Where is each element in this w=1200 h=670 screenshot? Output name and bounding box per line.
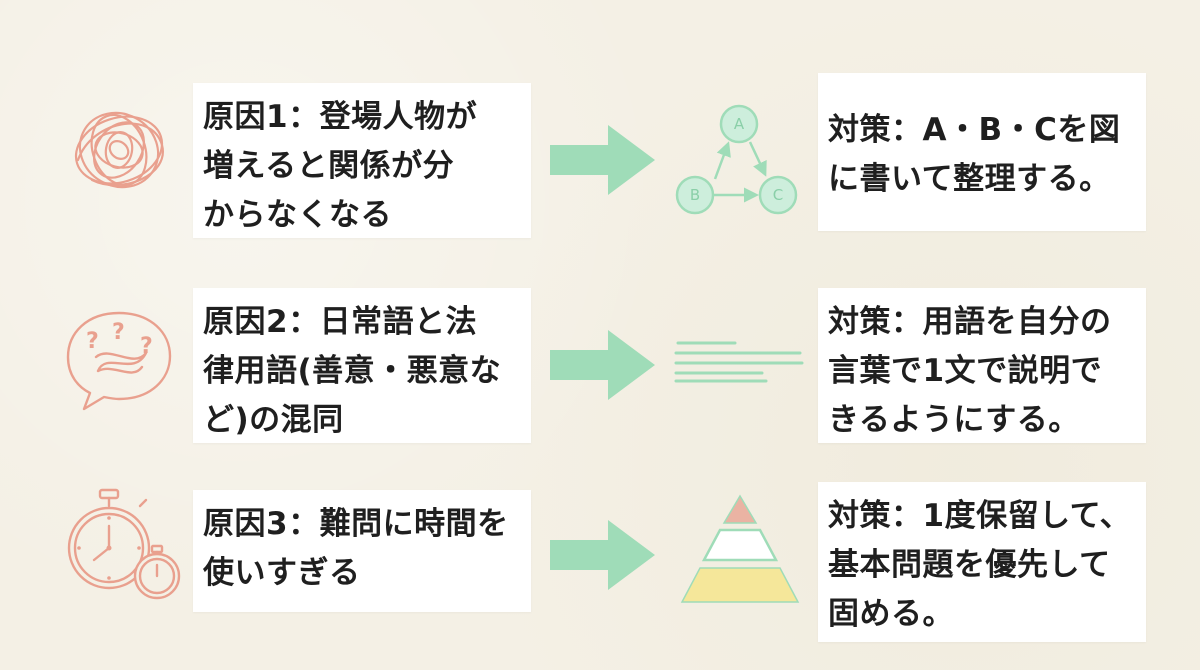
svg-text:?: ? [112, 320, 125, 345]
cause-1-line-3: からなくなる [203, 197, 392, 233]
node-c [758, 175, 798, 215]
priority-pyramid-icon [680, 494, 800, 603]
cause-2-line-3: ど)の混同 [203, 402, 344, 438]
cause-box-1: 原因1：登場人物が 増えると関係が分 からなくなる [193, 83, 531, 238]
solution-2-line-3: きるようにする。 [828, 402, 1080, 438]
node-b-label: B [690, 186, 700, 204]
arrow-right-icon [550, 330, 655, 400]
svg-text:?: ? [140, 334, 153, 359]
cause-box-2: 原因2：日常語と法 律用語(善意・悪意な ど)の混同 [193, 288, 531, 443]
solution-3-line-3: 固める。 [828, 596, 954, 632]
solution-1-line-1: 対策：A・B・Cを図 [828, 112, 1121, 148]
cause-1-line-2: 増えると関係が分 [203, 148, 455, 184]
node-a-label: A [734, 115, 745, 133]
cause-box-3: 原因3：難問に時間を 使いすぎる [193, 490, 531, 612]
cause-2-line-2: 律用語(善意・悪意な [203, 353, 502, 389]
solution-3-line-1: 対策：1度保留して、 [828, 498, 1132, 534]
solution-3-line-2: 基本問題を優先して [828, 547, 1111, 583]
stopwatch-icon [67, 488, 181, 600]
solution-box-1: 対策：A・B・Cを図 に書いて整理する。 [818, 73, 1146, 231]
tangled-scribble-icon [74, 111, 164, 189]
text-lines-icon [674, 341, 804, 383]
solution-2-line-2: 言葉で1文で説明で [828, 353, 1103, 389]
cause-2-line-1: 原因2：日常語と法 [203, 304, 478, 340]
cause-1-line-1: 原因1：登場人物が [203, 99, 478, 135]
relationship-triangle-icon: A B C [675, 104, 798, 215]
arrow-right-icon [550, 125, 655, 195]
confused-speech-bubble-icon: ? ? ? [66, 311, 172, 411]
arrow-right-icon [550, 520, 655, 590]
solution-box-2: 対策：用語を自分の 言葉で1文で説明で きるようにする。 [818, 288, 1146, 443]
solution-2-line-1: 対策：用語を自分の [828, 304, 1112, 340]
cause-3-line-1: 原因3：難問に時間を [203, 506, 509, 542]
cause-3-line-2: 使いすぎる [203, 555, 361, 591]
node-c-label: C [773, 186, 783, 204]
solution-1-line-2: に書いて整理する。 [828, 161, 1111, 197]
solution-box-3: 対策：1度保留して、 基本問題を優先して 固める。 [818, 482, 1146, 642]
node-a [719, 104, 759, 144]
svg-text:?: ? [86, 329, 99, 354]
node-b [675, 175, 715, 215]
